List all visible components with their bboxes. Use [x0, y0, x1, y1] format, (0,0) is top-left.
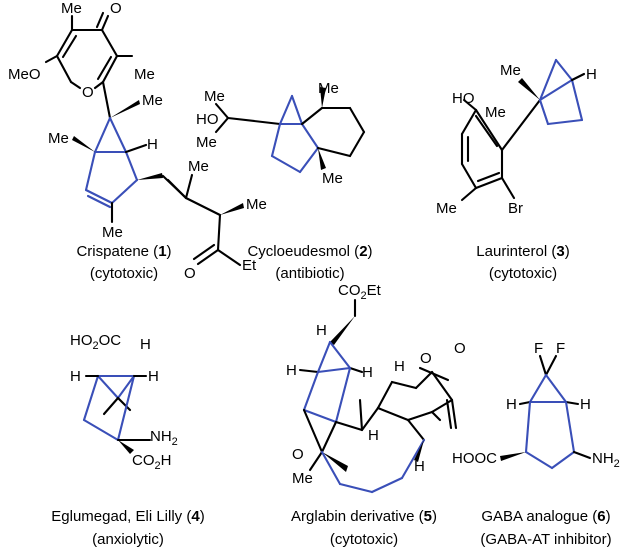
- c2-me-upper: Me: [318, 80, 339, 97]
- cycloeudesmol-structure: [214, 87, 366, 174]
- c1-me-quat: Me: [142, 92, 163, 109]
- c4-nh2: NH2: [150, 428, 178, 448]
- caption-laurinterol: Laurinterol (3): [476, 243, 570, 260]
- c2-ho: HO: [196, 111, 219, 128]
- caption-eglumegad: Eglumegad, Eli Lilly (4): [51, 508, 205, 525]
- c5-h-ring: H: [394, 358, 405, 375]
- c5-me: Me: [292, 470, 313, 487]
- caption-crispatene: Crispatene (1): [76, 243, 172, 260]
- c6-f-left: F: [534, 340, 544, 357]
- c2-me-top: Me: [204, 88, 225, 105]
- c3-me-bottom: Me: [436, 200, 457, 217]
- c5-o-epoxide: O: [292, 446, 304, 463]
- c4-h-left: H: [70, 368, 81, 385]
- c6-h-left: H: [506, 396, 517, 413]
- activity-eglumegad: (anxiolytic): [92, 531, 164, 548]
- c1-o-ketone: O: [184, 265, 196, 282]
- laurinterol-structure: [460, 58, 586, 202]
- caption-cycloeudesmol: Cycloeudesmol (2): [247, 243, 373, 260]
- c3-br: Br: [508, 200, 523, 217]
- c4-co2h: CO2H: [132, 452, 172, 472]
- c5-h-top: H: [316, 322, 327, 339]
- c6-hooc: HOOC: [452, 450, 497, 467]
- c4-h-top: H: [140, 336, 151, 353]
- c5-h-mid: H: [362, 364, 373, 381]
- c3-ho: HO: [452, 90, 475, 107]
- c1-me-ring: Me: [102, 224, 123, 241]
- activity-laurinterol: (cytotoxic): [488, 265, 558, 282]
- c5-o-lactone: O: [420, 350, 432, 367]
- c1-me-right: Me: [134, 66, 155, 83]
- c2-me-bottom: Me: [196, 134, 217, 151]
- activity-crispatene: (cytotoxic): [89, 265, 159, 282]
- c1-me-left: Me: [48, 130, 69, 147]
- c1-me-chain: Me: [246, 196, 267, 213]
- c1-o-ring: O: [82, 84, 94, 101]
- caption-arglabin: Arglabin derivative (5): [291, 508, 437, 525]
- gaba-analogue-structure: [500, 354, 592, 470]
- c5-h-left: H: [286, 362, 297, 379]
- c1-h: H: [147, 136, 158, 153]
- c3-me-mid: Me: [485, 104, 506, 121]
- c1-meo: MeO: [8, 66, 41, 83]
- activity-gaba-analogue: (GABA-AT inhibitor): [480, 531, 612, 548]
- c3-me-top: Me: [500, 62, 521, 79]
- c3-h: H: [586, 66, 597, 83]
- eglumegad-structure: [82, 374, 152, 454]
- c6-f-right: F: [556, 340, 566, 357]
- c5-h-bottom: H: [414, 458, 425, 475]
- caption-gaba-analogue: GABA analogue (6): [481, 508, 611, 525]
- c5-o-carbonyl: O: [454, 340, 466, 357]
- c2-me-lower: Me: [322, 170, 343, 187]
- c1-me-top: Me: [61, 0, 82, 17]
- c4-ho2c: HO2OC: [70, 332, 122, 352]
- c1-o-carbonyl: O: [110, 0, 122, 17]
- crispatene-structure: [44, 11, 244, 267]
- c4-h-right: H: [148, 368, 159, 385]
- c1-me-olefin: Me: [188, 158, 209, 175]
- arglabin-structure: [298, 298, 458, 494]
- c6-nh2: NH2: [592, 450, 620, 470]
- activity-cycloeudesmol: (antibiotic): [275, 265, 345, 282]
- c6-h-right: H: [580, 396, 591, 413]
- activity-arglabin: (cytotoxic): [329, 531, 399, 548]
- c1-et: Et: [242, 257, 257, 274]
- c5-co2et: CO2Et: [338, 282, 381, 302]
- c5-h-center: H: [368, 427, 379, 444]
